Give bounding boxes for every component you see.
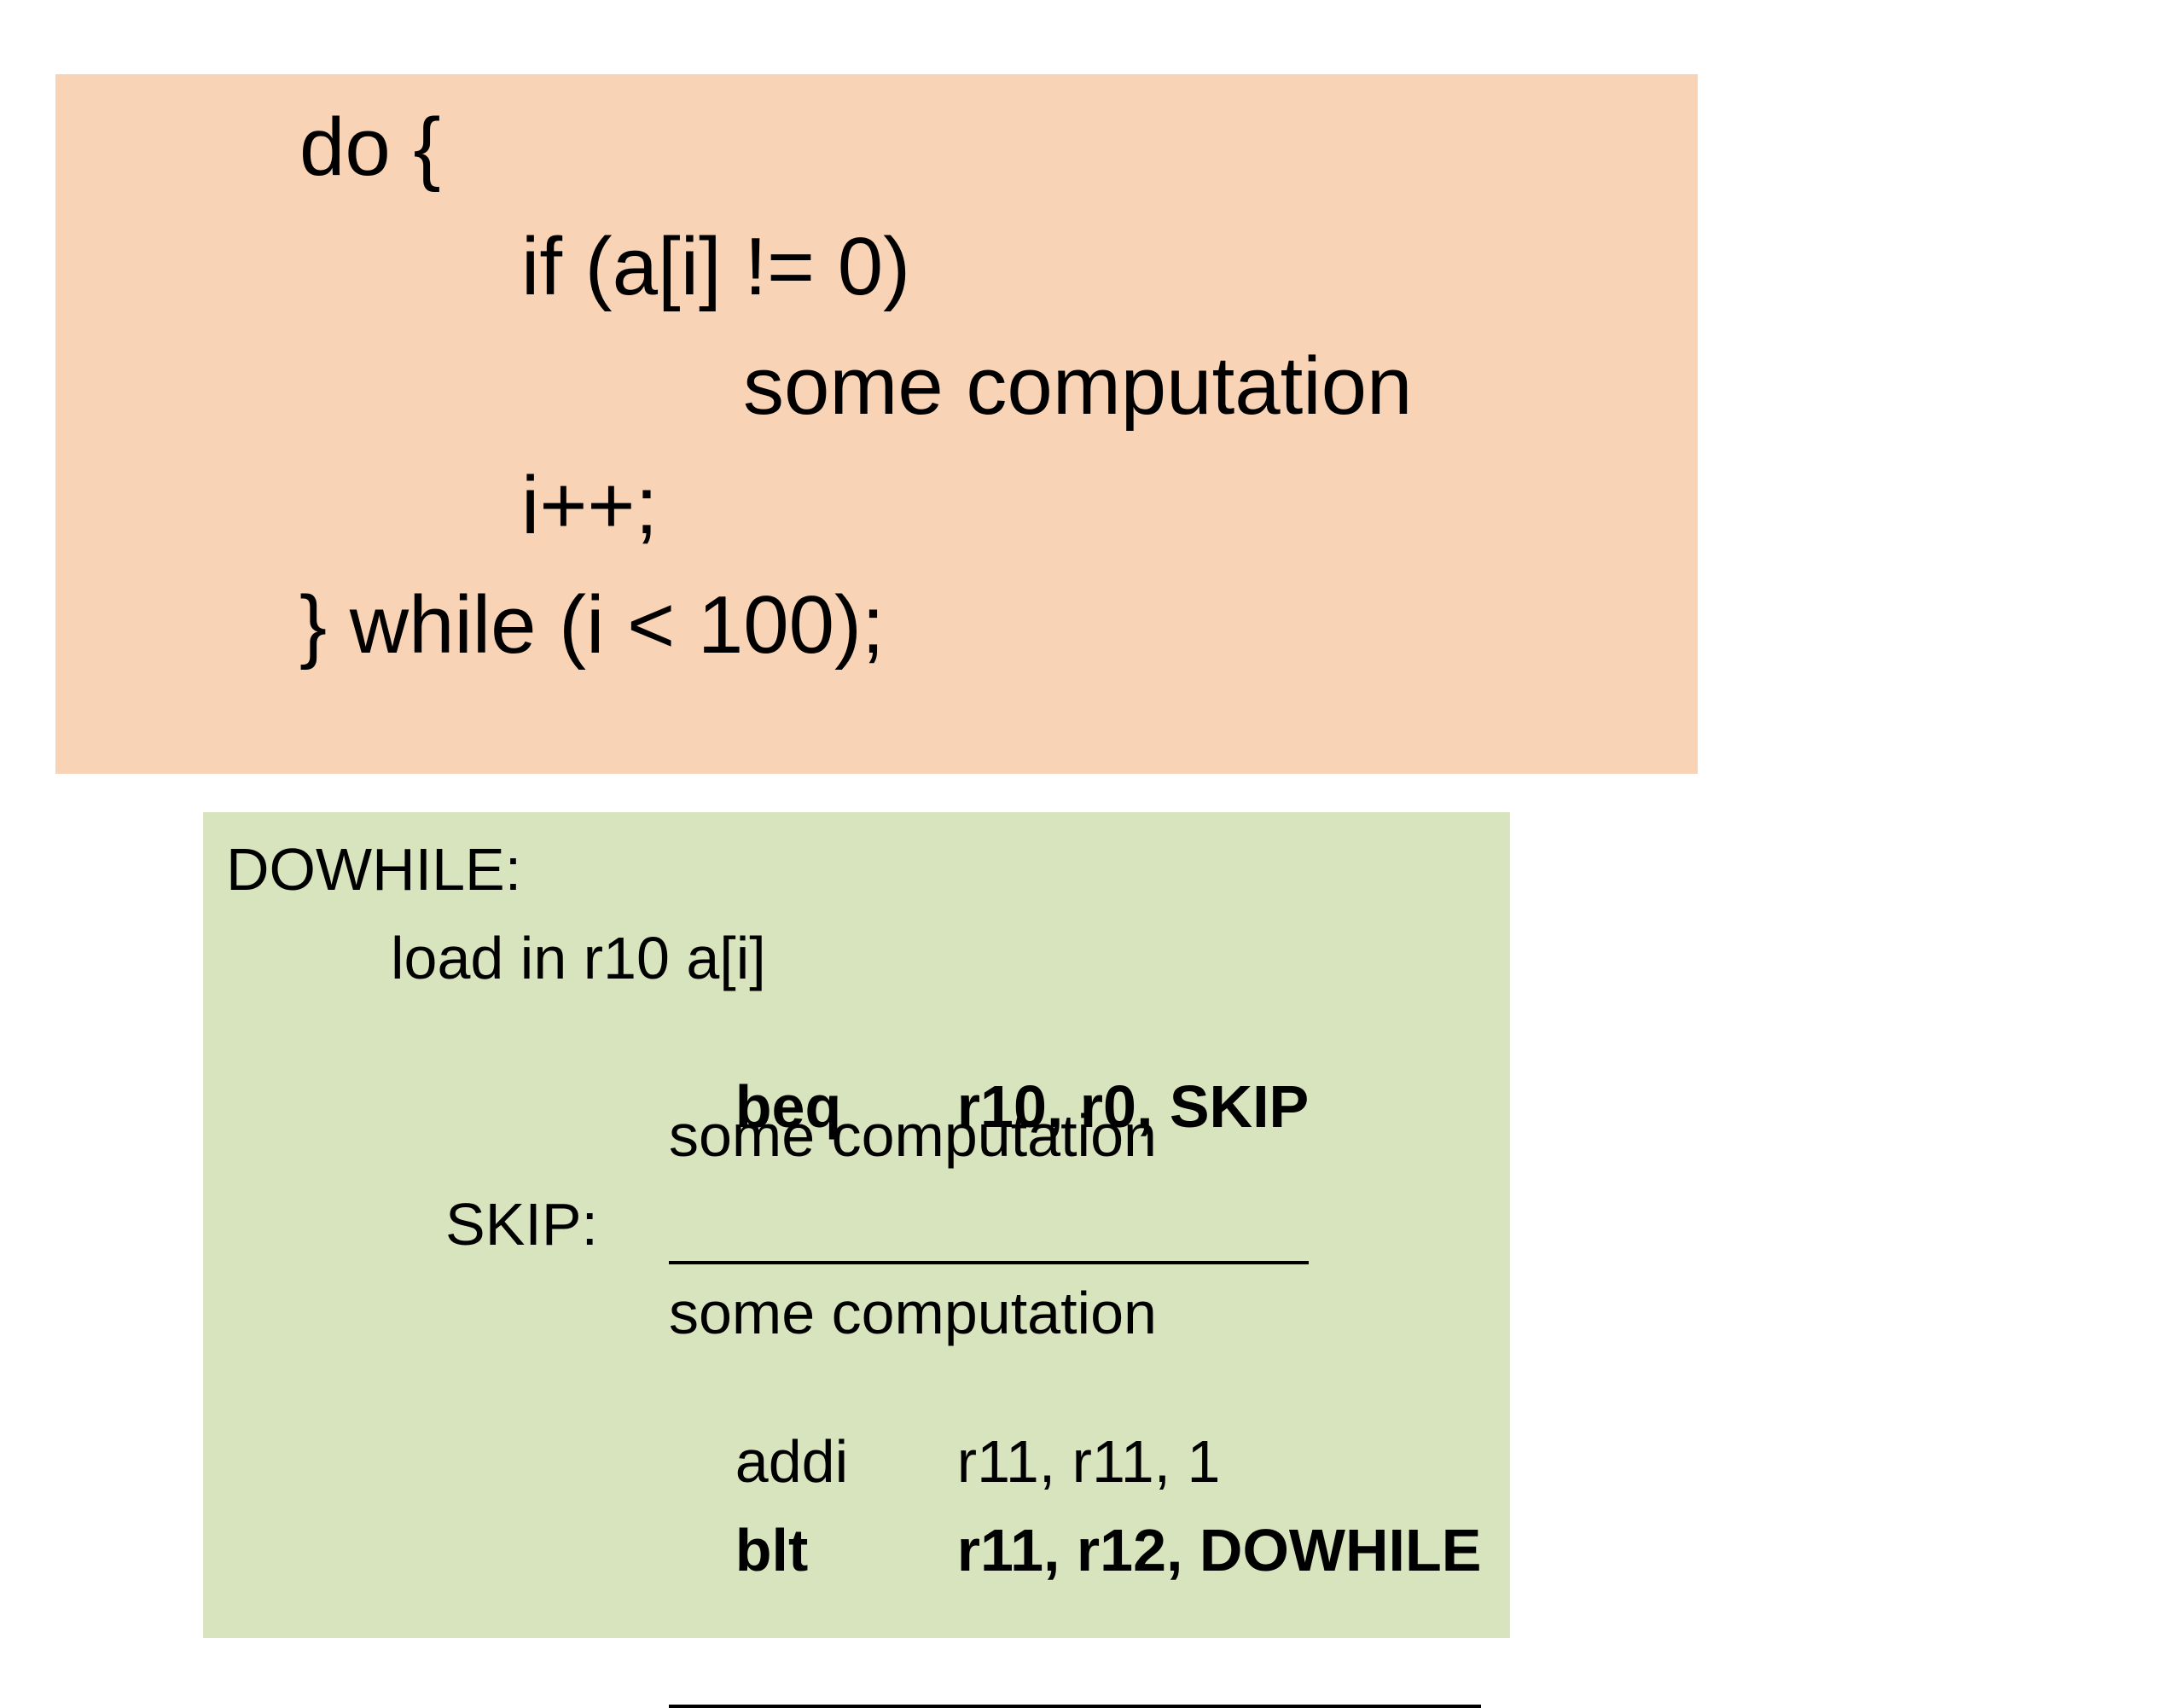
beq-underline	[669, 1261, 1310, 1264]
blt-underline	[669, 1705, 1482, 1708]
label-skip: SKIP:	[445, 1191, 598, 1258]
code-line-if: if (a[i] != 0)	[521, 221, 911, 312]
beq-operands: r10, r0, SKIP	[956, 1073, 1310, 1140]
addi-operands: r11, r11, 1	[956, 1428, 1221, 1495]
asm-line-addi: addi r11, r11, 1	[669, 1372, 1221, 1551]
asm-line-beq: beq r10, r0, SKIP	[669, 1017, 1310, 1264]
assembly-panel: DOWHILE: load in r10 a[i] beq r10, r0, SK…	[203, 812, 1510, 1708]
asm-line-computation-2: some computation	[669, 1280, 1157, 1346]
addi-mnemonic: addi	[735, 1428, 849, 1495]
c-code-panel: do { if (a[i] != 0) some computation i++…	[55, 74, 1698, 774]
blt-mnemonic: blt	[735, 1517, 809, 1583]
asm-line-load: load in r10 a[i]	[391, 925, 766, 991]
blt-operands: r11, r12, DOWHILE	[956, 1517, 1482, 1583]
code-line-increment: i++;	[521, 460, 659, 551]
beq-mnemonic: beq	[735, 1073, 842, 1140]
code-line-computation: some computation	[743, 340, 1413, 432]
code-line-while: } while (i < 100);	[299, 579, 885, 671]
label-dowhile: DOWHILE:	[226, 836, 522, 903]
code-line-do: do {	[299, 102, 441, 193]
asm-line-computation-1: some computation	[669, 1102, 1157, 1169]
asm-line-blt: blt r11, r12, DOWHILE	[669, 1461, 1482, 1708]
